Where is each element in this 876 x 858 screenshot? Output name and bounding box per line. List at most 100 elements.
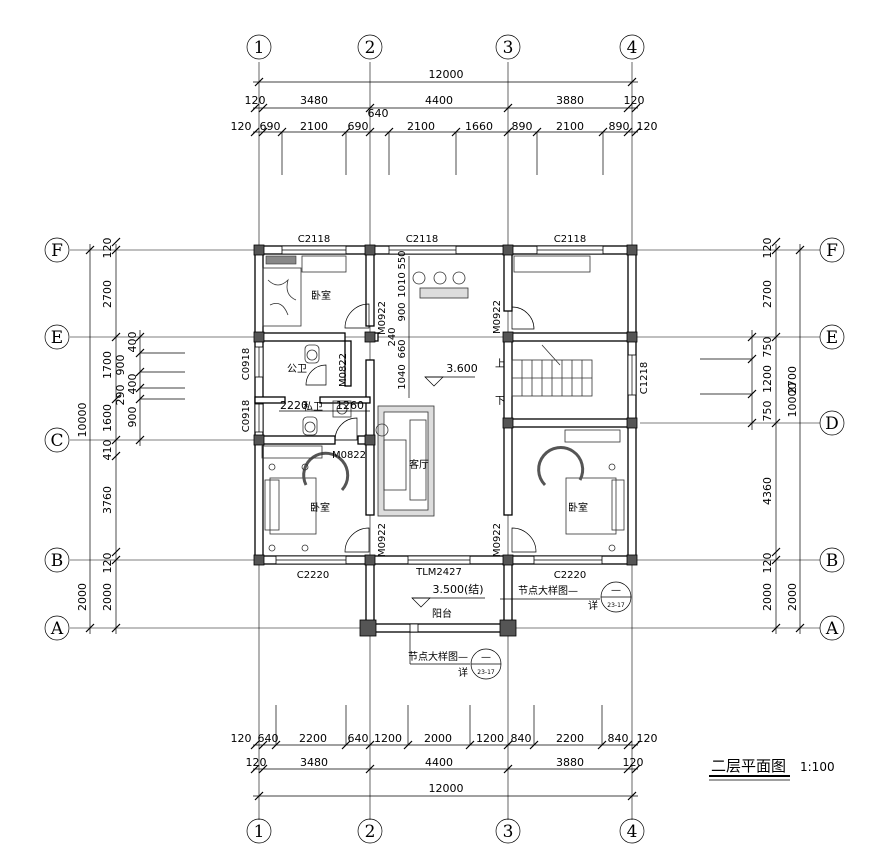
axis-label: 3: [503, 822, 514, 842]
axis-bubble: [357, 34, 383, 60]
dim-text: 2100: [300, 120, 328, 133]
dim-text: 2000: [76, 583, 89, 611]
room-labels: 卧室 公卫 私卫 客厅 卧室 卧室 阳台 上 下: [287, 289, 588, 620]
callout-text: 节点大样图—: [518, 584, 578, 597]
dim-text: 2000: [761, 583, 774, 611]
dim-text: 2000: [786, 583, 799, 611]
dim-text: 890: [609, 120, 630, 133]
dim-text: 2700: [101, 280, 114, 308]
window-label: C2118: [554, 234, 586, 245]
dim-text: 3760: [101, 486, 114, 514]
axis-label: E: [51, 328, 63, 348]
dim-text: 890: [512, 120, 533, 133]
dim-text: 1010: [397, 272, 408, 297]
axis-bubble: [357, 818, 383, 844]
dim-text: 120: [761, 553, 774, 574]
dim-text: 2000: [101, 583, 114, 611]
door-labels: M0922 M0922 M0822 M0822 M0922 M0922: [332, 300, 503, 557]
stair-down-label: 下: [495, 396, 505, 407]
axis-bubble: [819, 547, 845, 573]
dim-text: 690: [348, 120, 369, 133]
dim-text: 120: [101, 238, 114, 259]
columns: [253, 244, 638, 637]
dim-text: 3480: [300, 94, 328, 107]
window-labels: C2118 C2118 C2118 C2220 C2220 C0918 C091…: [241, 234, 650, 581]
dim-text: 120: [245, 94, 266, 107]
furniture: [261, 255, 625, 552]
callout-ref-top: —: [611, 585, 621, 596]
callout-ref-top: —: [481, 652, 491, 663]
axis-bubble: [246, 34, 272, 60]
room-label: 卧室: [310, 501, 330, 514]
detail-callout-bottom: 节点大样图— — 23-17 详: [408, 632, 502, 680]
dim-text: 410: [101, 440, 114, 461]
door-label: M0922: [492, 300, 503, 334]
axis-bubble: [44, 324, 70, 350]
dim-text: 2100: [556, 120, 584, 133]
room-label: 公卫: [287, 364, 307, 375]
balcony-level: 3.500(结): [432, 583, 483, 596]
detail-callout-right: 节点大样图— — 23-17 详: [500, 581, 632, 613]
dim-text: 1200: [476, 732, 504, 745]
dim-text: 3880: [556, 756, 584, 769]
axis-bubble: [246, 818, 272, 844]
callout-text: 节点大样图—: [408, 650, 468, 663]
axis-label: 4: [627, 822, 638, 842]
axis-label: B: [51, 551, 64, 571]
dim-text: 2200: [299, 732, 327, 745]
level-markers: 3.600 3.500(结): [411, 362, 485, 608]
axis-label: C: [50, 431, 63, 451]
axis-bubble: [44, 615, 70, 641]
dim-text: 10000: [76, 403, 89, 438]
axis-bubbles-right: F E D B A: [819, 237, 845, 641]
dim-text: 120: [624, 94, 645, 107]
dim-text: 2220: [280, 399, 308, 412]
dim-text: 1200: [374, 732, 402, 745]
axis-label: 3: [503, 38, 514, 58]
axis-label: 2: [365, 38, 376, 58]
dim-text: 750: [761, 401, 774, 422]
dim-text: 4400: [425, 756, 453, 769]
dim-text: 10000: [786, 383, 799, 418]
dim-text: 240: [387, 327, 398, 346]
room-label: 客厅: [409, 458, 429, 471]
dim-text: 120: [637, 120, 658, 133]
dim-text: 900: [397, 302, 408, 321]
axis-bubble: [495, 818, 521, 844]
bottom-dimensions: 120 640 2200 640 1200 2000 1200 840 2200…: [231, 705, 658, 801]
dim-text: 640: [348, 732, 369, 745]
axis-bubbles-top: 1 2 3 4: [246, 34, 645, 60]
axis-label: F: [51, 241, 63, 261]
dim-text: 1040: [397, 364, 408, 389]
dim-text: 1700: [101, 351, 114, 379]
dim-text: 290: [114, 385, 127, 406]
axis-label: 2: [365, 822, 376, 842]
dim-text: 120: [231, 120, 252, 133]
room-label: 卧室: [568, 501, 588, 514]
axis-bubble: [819, 410, 845, 436]
dim-text: 120: [623, 756, 644, 769]
axis-bubble: [44, 547, 70, 573]
callout-prefix: 详: [458, 666, 468, 679]
dim-text: 1260: [336, 399, 364, 412]
dim-text: 640: [258, 732, 279, 745]
dim-text: 750: [761, 337, 774, 358]
dim-text: 4360: [761, 477, 774, 505]
axis-label: D: [825, 414, 839, 434]
axis-bubble: [44, 237, 70, 263]
window-label: C2118: [298, 234, 330, 245]
dim-text: 840: [608, 732, 629, 745]
dim-text: 840: [511, 732, 532, 745]
windows: [254, 245, 637, 633]
axis-label: 4: [627, 38, 638, 58]
title-scale: 1:100: [800, 760, 835, 774]
axis-label: E: [826, 328, 838, 348]
dim-text: 3880: [556, 94, 584, 107]
left-dimensions: 10000 120 2700 1700 1600 410 3760 120 20…: [76, 238, 185, 634]
dim-text: 120: [637, 732, 658, 745]
doors: [305, 303, 537, 553]
axis-bubbles-bottom: 1 2 3 4: [246, 818, 645, 844]
dim-text: 12000: [429, 782, 464, 795]
dim-text: 400: [126, 332, 139, 353]
dim-text: 1600: [101, 404, 114, 432]
